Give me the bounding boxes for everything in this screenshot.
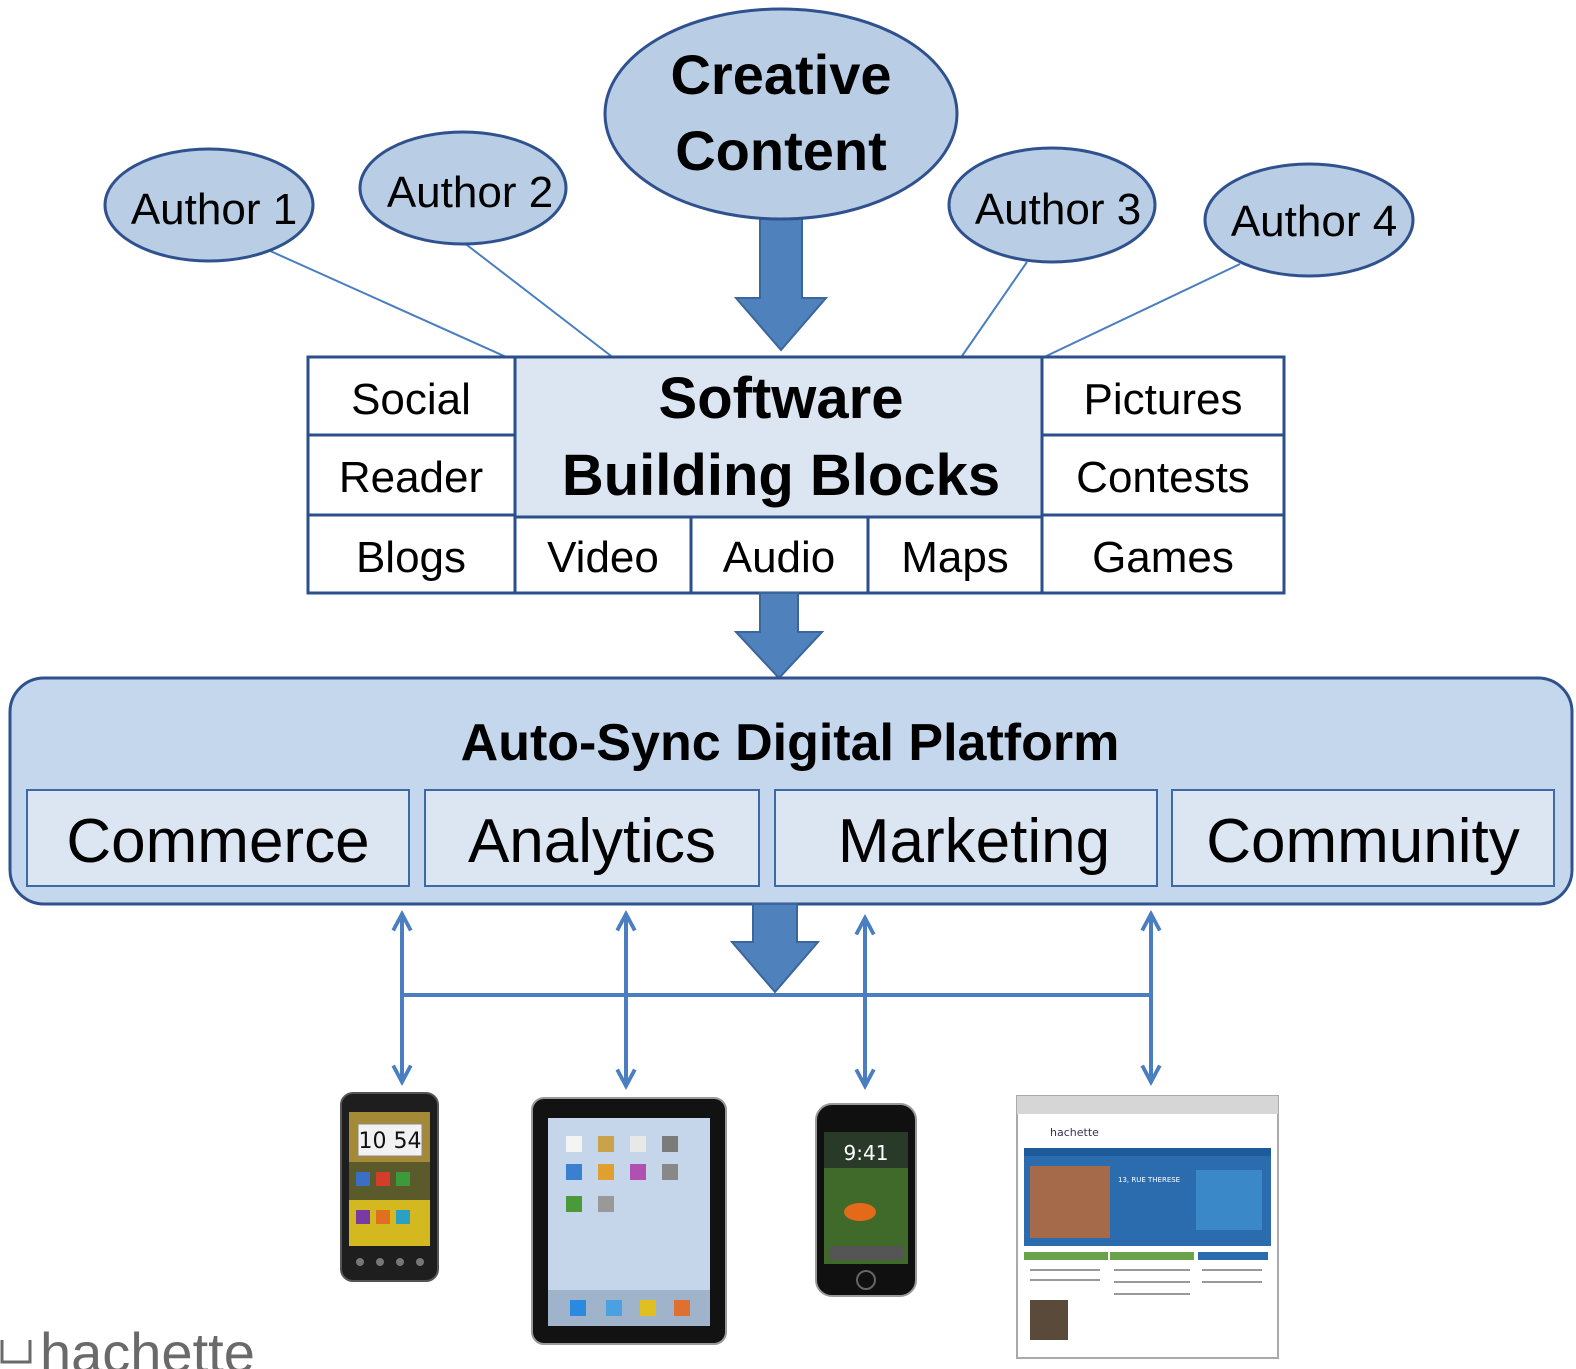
creative-line2: Content (675, 119, 887, 182)
maps-label: Maps (901, 533, 1009, 582)
blogs-label: Blogs (356, 533, 466, 582)
creative-line1: Creative (670, 43, 891, 106)
ipad-image (531, 1097, 727, 1345)
games-cell (1040, 513, 1286, 595)
author-3-node: Author 3 (947, 146, 1157, 264)
software-core-cell (513, 355, 1044, 519)
contests-cell (1040, 433, 1286, 517)
distribution-connectors (402, 914, 1151, 1086)
community-box (1171, 789, 1555, 887)
author-1-label: Author 1 (131, 185, 297, 234)
software-line2: Building Blocks (562, 443, 1000, 508)
author2-arrow (462, 241, 628, 369)
site-logo-text: hachette (1050, 1126, 1099, 1139)
marketing-box (774, 789, 1158, 887)
hachette-logo: hachette (0, 1321, 255, 1369)
author3-arrow (953, 261, 1028, 369)
video-cell (513, 515, 693, 595)
author4-arrow (1019, 263, 1241, 369)
hachette-logo-text: hachette (40, 1321, 255, 1369)
hachette-logo-mark (0, 1340, 32, 1364)
platform-down-arrow (729, 903, 821, 994)
author-1-node: Author 1 (103, 147, 315, 263)
blogs-cell (306, 513, 517, 595)
marketing-label: Marketing (838, 807, 1110, 876)
games-label: Games (1092, 533, 1234, 582)
iphone-clock: 9:41 (844, 1141, 889, 1165)
digital-platform: Auto-Sync Digital Platform Commerce Anal… (8, 676, 1574, 906)
community-label: Community (1206, 807, 1520, 876)
android-phone-image: 10 54 (340, 1092, 439, 1282)
author-4-node: Author 4 (1203, 162, 1415, 278)
website-screenshot-image: hachette 13, RUE THERESE (1016, 1095, 1279, 1359)
android-clock: 10 54 (359, 1129, 422, 1154)
blocks-down-arrow (733, 592, 825, 680)
author-4-label: Author 4 (1231, 197, 1397, 246)
author-3-label: Author 3 (975, 185, 1141, 234)
creative-down-arrow (733, 209, 829, 352)
pictures-label: Pictures (1084, 375, 1243, 424)
platform-title: Auto-Sync Digital Platform (461, 714, 1120, 772)
video-label: Video (547, 533, 659, 582)
audio-label: Audio (723, 533, 836, 582)
reader-label: Reader (339, 453, 483, 502)
commerce-box (26, 789, 410, 887)
analytics-label: Analytics (468, 807, 716, 876)
site-feature-title: 13, RUE THERESE (1118, 1176, 1180, 1184)
analytics-box (424, 789, 760, 887)
author-2-node: Author 2 (358, 130, 568, 246)
software-line1: Software (659, 366, 904, 431)
creative-content-node: Creative Content (603, 7, 959, 221)
social-label: Social (351, 375, 471, 424)
contests-label: Contests (1076, 453, 1250, 502)
iphone-image: 9:41 (815, 1103, 917, 1297)
social-cell (306, 355, 517, 437)
commerce-label: Commerce (66, 807, 369, 876)
building-blocks-grid: Software Building Blocks Social Reader B… (306, 355, 1286, 595)
maps-cell (866, 515, 1044, 595)
author-2-label: Author 2 (387, 168, 553, 217)
author1-arrow (267, 249, 533, 369)
